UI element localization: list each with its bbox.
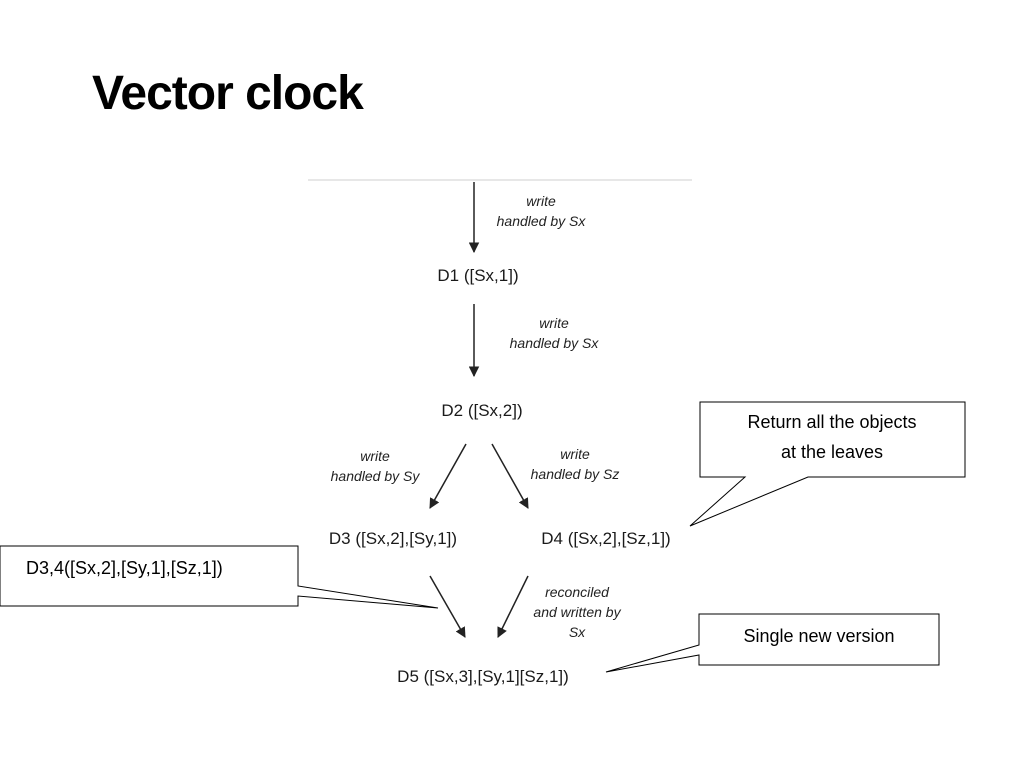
arrow-d2-to-d4 <box>491 443 529 509</box>
callout-merged-text: D3,4([Sx,2],[Sy,1],[Sz,1]) <box>26 558 223 578</box>
callout-leaves: Return all the objects at the leaves <box>689 401 966 527</box>
edge-label-top-line1: write <box>526 193 556 209</box>
edge-label-d1d2-line2: handled by Sx <box>510 335 600 351</box>
callout-single: Single new version <box>605 613 940 673</box>
edge-label-top-line2: handled by Sx <box>497 213 587 229</box>
callout-leaves-line2: at the leaves <box>781 442 883 462</box>
edge-label-reconcile-line1: reconciled <box>545 584 610 600</box>
callout-merged: D3,4([Sx,2],[Sy,1],[Sz,1]) <box>0 545 439 609</box>
arrow-d2-to-d3 <box>429 443 467 509</box>
edge-label-d2d4-line1: write <box>560 446 590 462</box>
node-d4: D4 ([Sx,2],[Sz,1]) <box>541 529 670 548</box>
arrow-d3-to-d5 <box>429 575 466 638</box>
slide-title: Vector clock <box>92 67 364 120</box>
edge-label-d2d3-line2: handled by Sy <box>331 468 421 484</box>
callout-single-text: Single new version <box>743 626 894 646</box>
node-d3: D3 ([Sx,2],[Sy,1]) <box>329 529 457 548</box>
edge-label-reconcile-line3: Sx <box>569 624 586 640</box>
callout-leaves-line1: Return all the objects <box>747 412 916 432</box>
arrow-d4-to-d5 <box>497 575 529 638</box>
node-d2: D2 ([Sx,2]) <box>441 401 522 420</box>
edge-label-reconcile-line2: and written by <box>533 604 621 620</box>
edge-label-d2d4-line2: handled by Sz <box>531 466 620 482</box>
edge-label-d2d3-line1: write <box>360 448 390 464</box>
edge-label-d1d2-line1: write <box>539 315 569 331</box>
node-d5: D5 ([Sx,3],[Sy,1][Sz,1]) <box>397 667 569 686</box>
node-d1: D1 ([Sx,1]) <box>437 266 518 285</box>
